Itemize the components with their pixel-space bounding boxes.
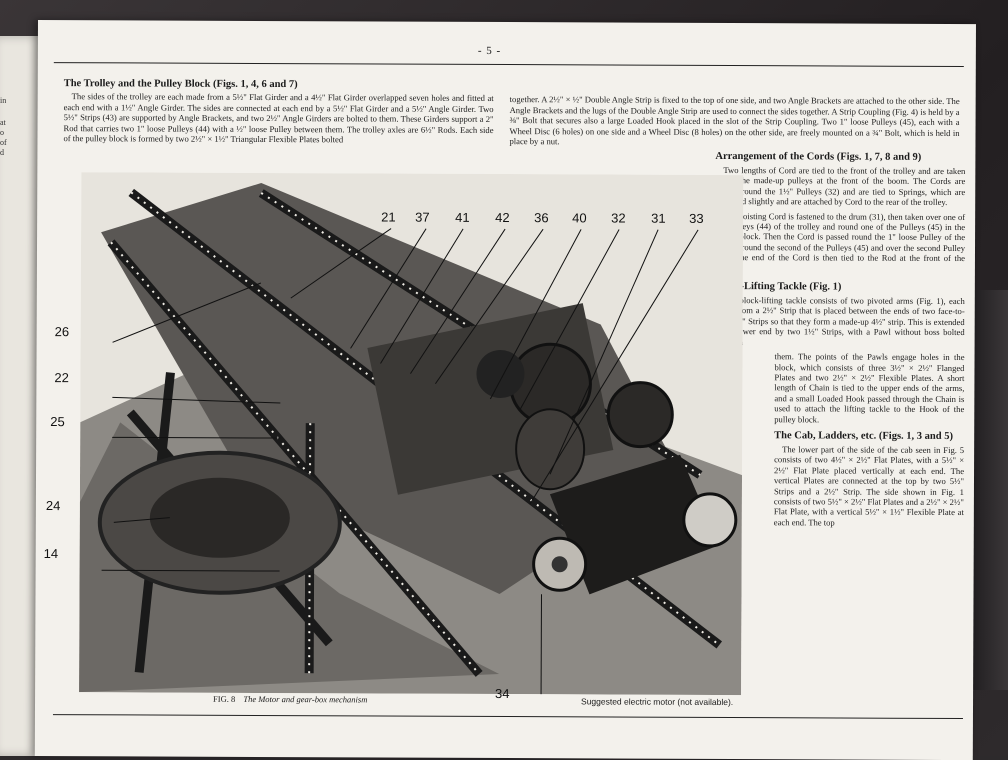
right-column: Arrangement of the Cords (Figs. 1, 7, 8 … — [714, 151, 966, 532]
margin-fragment: o — [0, 128, 10, 137]
figure-caption: FIG. 8 The Motor and gear-box mechanism — [213, 694, 367, 705]
trolley-heading: The Trolley and the Pulley Block (Figs. … — [64, 78, 494, 91]
tackle-heading: Block-Lifting Tackle (Fig. 1) — [715, 281, 965, 294]
margin-fragment: d — [0, 148, 10, 157]
tackle-paragraph-narrow: them. The points of the Pawls engage hol… — [774, 351, 964, 425]
callout-label: 31 — [651, 211, 666, 226]
callout-label: 37 — [415, 210, 430, 225]
margin-fragment: of — [0, 138, 10, 147]
callout-label: 42 — [495, 210, 510, 225]
margin-fragment: in — [0, 96, 10, 105]
figure-title: The Motor and gear-box mechanism — [243, 694, 367, 705]
cords-paragraph-1: Two lengths of Cord are tied to the fron… — [715, 165, 965, 208]
motor-gearbox-illustration — [79, 172, 743, 695]
callout-label: 25 — [50, 414, 65, 429]
trolley-paragraph-left: The sides of the trolley are each made f… — [63, 91, 493, 146]
margin-fragment: at — [0, 118, 10, 127]
top-rule — [54, 62, 964, 67]
callout-label: 21 — [381, 209, 396, 224]
callout-label: 33 — [689, 211, 704, 226]
callout-label: 41 — [455, 210, 470, 225]
trolley-paragraph-right: together. A 2½" × ½" Double Angle Strip … — [509, 94, 959, 149]
figure-number: FIG. 8 — [213, 694, 235, 704]
bottom-rule — [53, 714, 963, 719]
cab-paragraph: The lower part of the side of the cab se… — [774, 444, 964, 528]
callout-label: 14 — [44, 546, 59, 561]
tackle-paragraph-wide: The block-lifting tackle consists of two… — [715, 295, 965, 348]
page-number: - 5 - — [478, 45, 501, 57]
callout-label: 40 — [572, 210, 587, 225]
manual-page: - 5 - The Trolley and the Pulley Block (… — [35, 20, 976, 760]
mechanism-drawing — [79, 172, 743, 695]
cords-paragraph-2: The hoisting Cord is fastened to the dru… — [715, 211, 965, 275]
callout-label: 24 — [46, 498, 61, 513]
cab-heading: The Cab, Ladders, etc. (Figs. 1, 3 and 5… — [774, 430, 964, 443]
callout-label: 32 — [611, 211, 626, 226]
callout-label: 36 — [534, 210, 549, 225]
trolley-section-continued: together. A 2½" × ½" Double Angle Strip … — [509, 94, 959, 149]
callout-label: 26 — [55, 324, 70, 339]
cords-heading: Arrangement of the Cords (Figs. 1, 7, 8 … — [715, 151, 965, 164]
callout-label: 22 — [54, 370, 69, 385]
callout-label: 34 — [495, 686, 510, 701]
trolley-section: The Trolley and the Pulley Block (Figs. … — [63, 78, 493, 146]
motor-note: Suggested electric motor (not available)… — [581, 696, 733, 707]
